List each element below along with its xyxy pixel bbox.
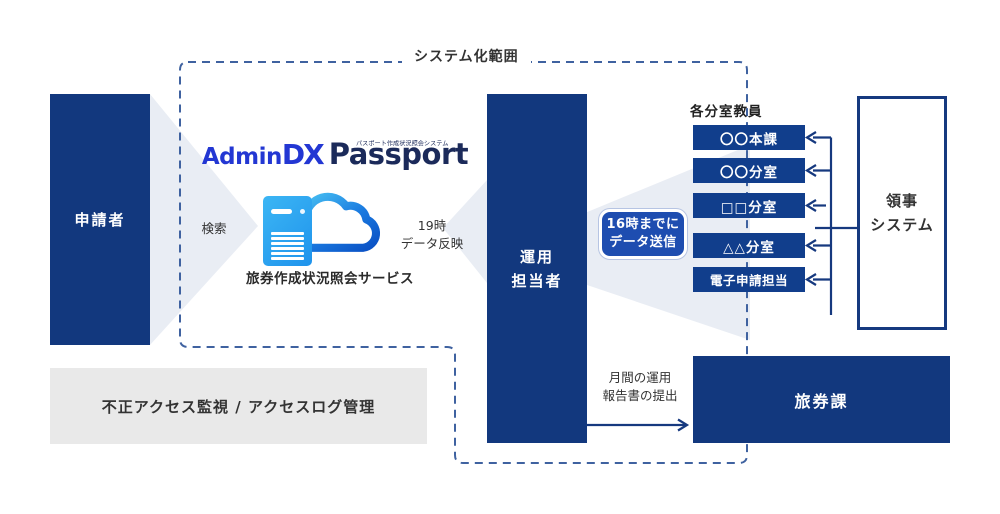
logo-tagline: パスポート作成状況照会システム [356, 139, 449, 148]
consul-label-line2: システム [870, 216, 934, 234]
operator-box: 運用 担当者 [487, 94, 587, 443]
branch-box-honka: 〇〇本課 [693, 125, 805, 150]
passport-division-box: 旅券課 [693, 356, 950, 443]
branch-box-denshi-shinsei: 電子申請担当 [693, 267, 805, 292]
search-flow-label: 検索 [201, 221, 227, 236]
operator-label-line2: 担当者 [511, 271, 563, 290]
branch-box-bunshitsu-3: △△分室 [693, 233, 805, 258]
security-monitoring-box: 不正アクセス監視 / アクセスログ管理 [50, 368, 427, 444]
reflect-time: 19時 [417, 218, 447, 233]
server-icon [263, 196, 312, 266]
passport-division-label: 旅券課 [794, 391, 849, 411]
reflect-text: データ反映 [400, 235, 464, 251]
branch-box-bunshitsu-2: □□分室 [693, 193, 805, 218]
security-label: 不正アクセス監視 / アクセスログ管理 [101, 397, 376, 416]
service-name-label: 旅券作成状況照会サービス [246, 271, 414, 287]
branch-box-bunshitsu-1: 〇〇分室 [693, 158, 805, 183]
report-arrow-head [677, 418, 690, 432]
branches-header: 各分室教員 [690, 104, 763, 120]
applicant-label: 申請者 [74, 211, 126, 229]
monthly-report-label: 月間の運用 報告書の提出 [602, 370, 678, 403]
logo-dx-text: DX [281, 138, 325, 171]
send-badge-line2: データ送信 [609, 235, 677, 250]
data-send-badge: 16時までに データ送信 [599, 209, 687, 259]
logo-admin-text: Admin [201, 144, 283, 170]
operator-label-line1: 運用 [519, 247, 554, 266]
send-badge-line1: 16時までに [606, 217, 680, 233]
consul-label-line1: 領事 [885, 192, 918, 210]
consul-system-box: 領事 システム [857, 96, 947, 330]
applicant-box: 申請者 [50, 94, 150, 345]
data-reflect-flow-label: 19時 データ反映 [392, 217, 472, 252]
system-scope-label: システム化範囲 [402, 48, 531, 66]
